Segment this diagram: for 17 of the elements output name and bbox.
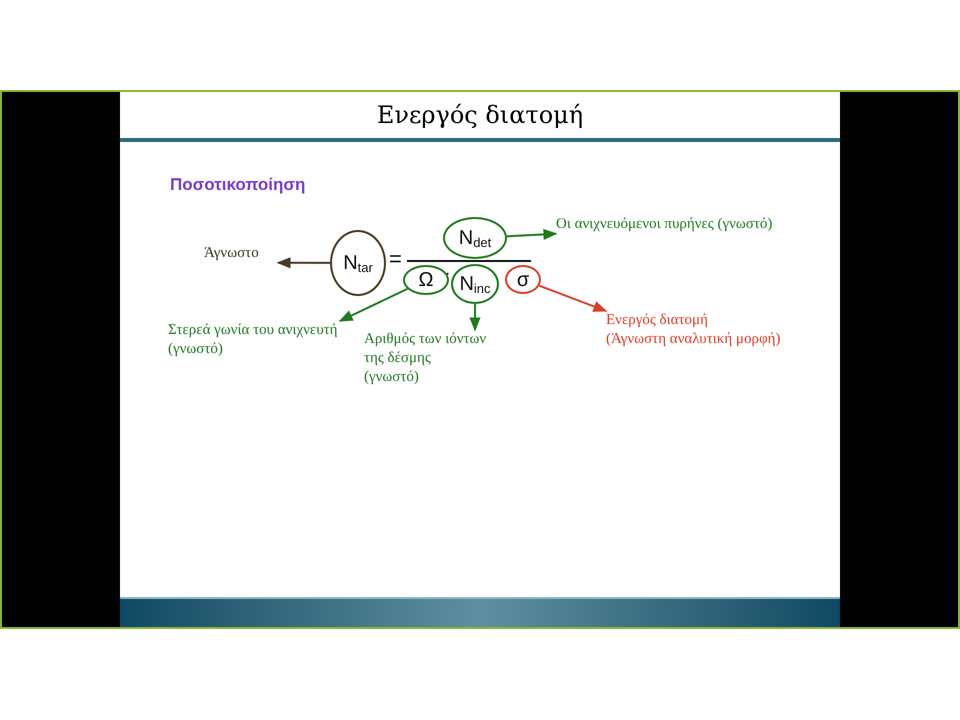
annotation-text: Οι ανιχνευόμενοι πυρήνες (γνωστό) — [556, 215, 774, 234]
annotation-text: Ενεργός διατομή — [606, 311, 709, 330]
arrow — [276, 257, 330, 268]
annotation-text: Στερεά γωνία του ανιχνευτή — [168, 321, 339, 340]
annotation-text: (Άγνωστη αναλυτική μορφή) — [606, 330, 782, 348]
arrow — [338, 288, 408, 322]
annotation-text: (γνωστό) — [364, 368, 420, 386]
arrow — [506, 228, 558, 240]
arrow — [469, 304, 481, 332]
arrow — [538, 284, 608, 312]
section-heading: Ποσοτικοποίηση — [170, 174, 306, 196]
equals-sign: = — [389, 248, 402, 270]
annotation-text: Αριθμός των ιόντων της δέσμης — [364, 330, 488, 368]
multiplication-dot: · — [445, 266, 450, 282]
annotation-text: Άγνωστο — [204, 244, 260, 263]
annotation-text: (γνωστό) — [168, 340, 224, 358]
slide-title: Ενεργός διατομή — [376, 100, 584, 131]
